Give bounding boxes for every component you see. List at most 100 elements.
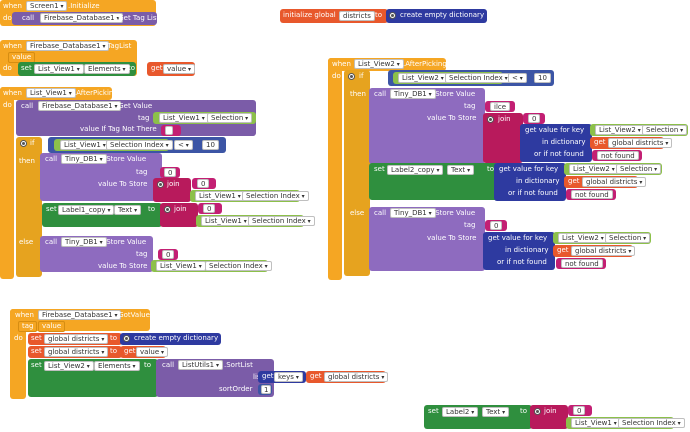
listview1-dropdown[interactable]: List_View1	[60, 140, 110, 150]
firebase-dropdown[interactable]: Firebase_Database1	[40, 13, 124, 23]
dict-lookup-block-1[interactable]: get value for key in dictionary or if no…	[520, 124, 592, 162]
ilce-text-field[interactable]: ilce	[490, 102, 511, 111]
listview2-dropdown[interactable]: List_View2	[44, 361, 94, 371]
join-block-4[interactable]: join	[530, 405, 568, 429]
value-dropdown[interactable]: value	[136, 347, 169, 357]
firebase-dropdown[interactable]: Firebase_Database1	[38, 310, 122, 320]
get-value-block[interactable]: get value	[147, 62, 196, 76]
event-listview1-afterpicking[interactable]	[0, 87, 14, 279]
not-found-text-block-1[interactable]: not found	[592, 150, 642, 161]
call-tinydb-store-value-3[interactable]: call Tiny_DB1 .Store Value tag value To …	[369, 88, 485, 164]
listview1-selection-index-getter-3[interactable]: List_View1 Selection Index	[196, 215, 315, 227]
listview1-selection-index-getter-2[interactable]: List_View1 Selection Index	[190, 190, 309, 202]
tag-text-field[interactable]: 0	[490, 221, 503, 230]
listview1-dropdown[interactable]: List_View1	[201, 216, 251, 226]
create-empty-dictionary-block[interactable]: create empty dictionary	[386, 9, 487, 23]
dict-lookup-block-2[interactable]: get value for key in dictionary or if no…	[494, 163, 566, 201]
selection-dropdown[interactable]: Selection	[642, 125, 688, 135]
elements-dropdown[interactable]: Elements	[94, 361, 140, 371]
call-firebase-get-tag-list[interactable]: call Firebase_Database1 .Get Tag List	[12, 12, 159, 25]
not-found-text-field[interactable]: not found	[561, 259, 603, 268]
tinydb-dropdown[interactable]: Tiny_DB1	[390, 208, 436, 218]
listview1-dropdown[interactable]: List_View1	[156, 261, 206, 271]
label2copy-dropdown[interactable]: Label2_copy	[387, 165, 444, 175]
global-districts-dropdown[interactable]: global districts	[571, 246, 636, 256]
zero-text-block-4[interactable]: 0	[568, 405, 592, 416]
global-districts-dropdown[interactable]: global districts	[608, 138, 673, 148]
tinydb-dropdown[interactable]: Tiny_DB1	[390, 89, 436, 99]
get-value-block-2[interactable]: get value	[120, 346, 169, 358]
not-found-text-block-3[interactable]: not found	[556, 258, 606, 269]
set-label2copy-text[interactable]: set Label2_copy Text to	[369, 163, 499, 200]
zero-text-field[interactable]: 0	[197, 179, 210, 188]
event-listview2-afterpicking[interactable]	[328, 58, 342, 280]
screen1-dropdown[interactable]: Screen1	[26, 1, 68, 11]
init-global-districts[interactable]: initialize global districts to	[280, 9, 388, 23]
listview1-dropdown[interactable]: List_View1	[159, 113, 209, 123]
join-mutator-gear-icon[interactable]	[534, 408, 541, 415]
tag-text-field[interactable]: 0	[164, 168, 177, 177]
zero-text-block-1[interactable]: 0	[192, 178, 216, 189]
not-found-text-field[interactable]: not found	[597, 151, 639, 160]
zero-text-block-2[interactable]: 0	[198, 203, 222, 214]
listview1-dropdown[interactable]: List_View1	[195, 191, 245, 201]
listview1-dropdown[interactable]: List_View1	[26, 88, 76, 98]
sort-order-number-block[interactable]: 1	[258, 384, 272, 395]
tag-text-block-4[interactable]: 0	[485, 220, 507, 231]
listview2-dropdown[interactable]: List_View2	[398, 73, 448, 83]
ten-number-field[interactable]: 10	[202, 140, 219, 150]
districts-name-field[interactable]: districts	[339, 11, 375, 21]
label1copy-dropdown[interactable]: Label1_copy	[58, 205, 115, 215]
selection-index-dropdown[interactable]: Selection Index	[106, 140, 173, 150]
zero-text-field[interactable]: 0	[528, 114, 541, 123]
selection-dropdown[interactable]: Selection	[207, 113, 253, 123]
listview2-selection-getter-2[interactable]: List_View2 Selection	[564, 163, 662, 175]
compare-less-than-block-2[interactable]: List_View2 Selection Index < 10	[388, 70, 554, 86]
global-districts-dropdown[interactable]: global districts	[44, 347, 109, 357]
if-mutator-gear-icon[interactable]	[20, 140, 27, 147]
listview1-dropdown[interactable]: List_View1	[571, 418, 621, 428]
firebase-dropdown[interactable]: Firebase_Database1	[38, 101, 122, 111]
ilce-text-block[interactable]: ilce	[485, 101, 515, 112]
label2-dropdown[interactable]: Label2	[442, 407, 479, 417]
global-districts-dropdown[interactable]: global districts	[324, 372, 389, 382]
listview2-dropdown[interactable]: List_View2	[354, 59, 404, 69]
listview2-dropdown[interactable]: List_View2	[558, 233, 608, 243]
tag-text-block-1[interactable]: 0	[160, 167, 180, 178]
listview1-selection-index-getter-5[interactable]: List_View1 Selection Index	[566, 417, 685, 429]
call-tinydb-store-value-4[interactable]: call Tiny_DB1 .Store Value tag value To …	[369, 207, 485, 271]
join-block-2[interactable]: join	[160, 203, 198, 227]
not-found-text-block-2[interactable]: not found	[566, 189, 616, 200]
join-mutator-gear-icon[interactable]	[164, 206, 171, 213]
not-found-text-field[interactable]: not found	[571, 190, 613, 199]
zero-text-field[interactable]: 0	[573, 406, 586, 415]
value-dropdown[interactable]: value	[163, 64, 196, 74]
selection-dropdown[interactable]: Selection	[605, 233, 651, 243]
selection-index-dropdown[interactable]: Selection Index	[248, 216, 315, 226]
tag-param[interactable]: tag	[18, 321, 38, 332]
listview1-selection-getter[interactable]: List_View1 Selection	[153, 112, 256, 124]
elements-dropdown[interactable]: Elements	[84, 64, 130, 74]
join-mutator-gear-icon[interactable]	[487, 116, 494, 123]
mutator-gear-icon[interactable]	[389, 12, 396, 19]
join-block-1[interactable]: join	[153, 178, 191, 202]
less-than-operator-dropdown[interactable]: <	[174, 140, 193, 150]
call-tinydb-store-value-1[interactable]: call Tiny_DB1 .Store Value tag value To …	[40, 153, 162, 201]
selection-index-dropdown[interactable]: Selection Index	[445, 73, 512, 83]
join-block-3[interactable]: join	[483, 113, 523, 163]
get-global-districts-3[interactable]: get global districts	[553, 245, 636, 257]
value-param[interactable]: value	[38, 321, 66, 332]
listview1-selection-index-getter[interactable]: List_View1 Selection Index	[54, 139, 173, 151]
create-empty-dictionary-block-2[interactable]: create empty dictionary	[120, 333, 221, 345]
less-than-operator-dropdown[interactable]: <	[508, 73, 527, 83]
zero-text-block-3[interactable]: 0	[523, 113, 545, 124]
listview1-selection-index-getter-4[interactable]: List_View1 Selection Index	[151, 260, 272, 272]
call-listutils-sortlist[interactable]: call ListUtils1 .SortList list sortOrder	[156, 359, 274, 397]
text-dropdown[interactable]: Text	[482, 407, 510, 417]
set-global-districts-2[interactable]: set global districts to	[28, 346, 122, 358]
selection-index-dropdown[interactable]: Selection Index	[205, 261, 272, 271]
if-block-2[interactable]: if then else	[344, 70, 370, 276]
sort-order-number-field[interactable]: 1	[261, 385, 272, 394]
get-global-districts-4[interactable]: get global districts	[306, 371, 389, 383]
listview2-dropdown[interactable]: List_View2	[595, 125, 645, 135]
